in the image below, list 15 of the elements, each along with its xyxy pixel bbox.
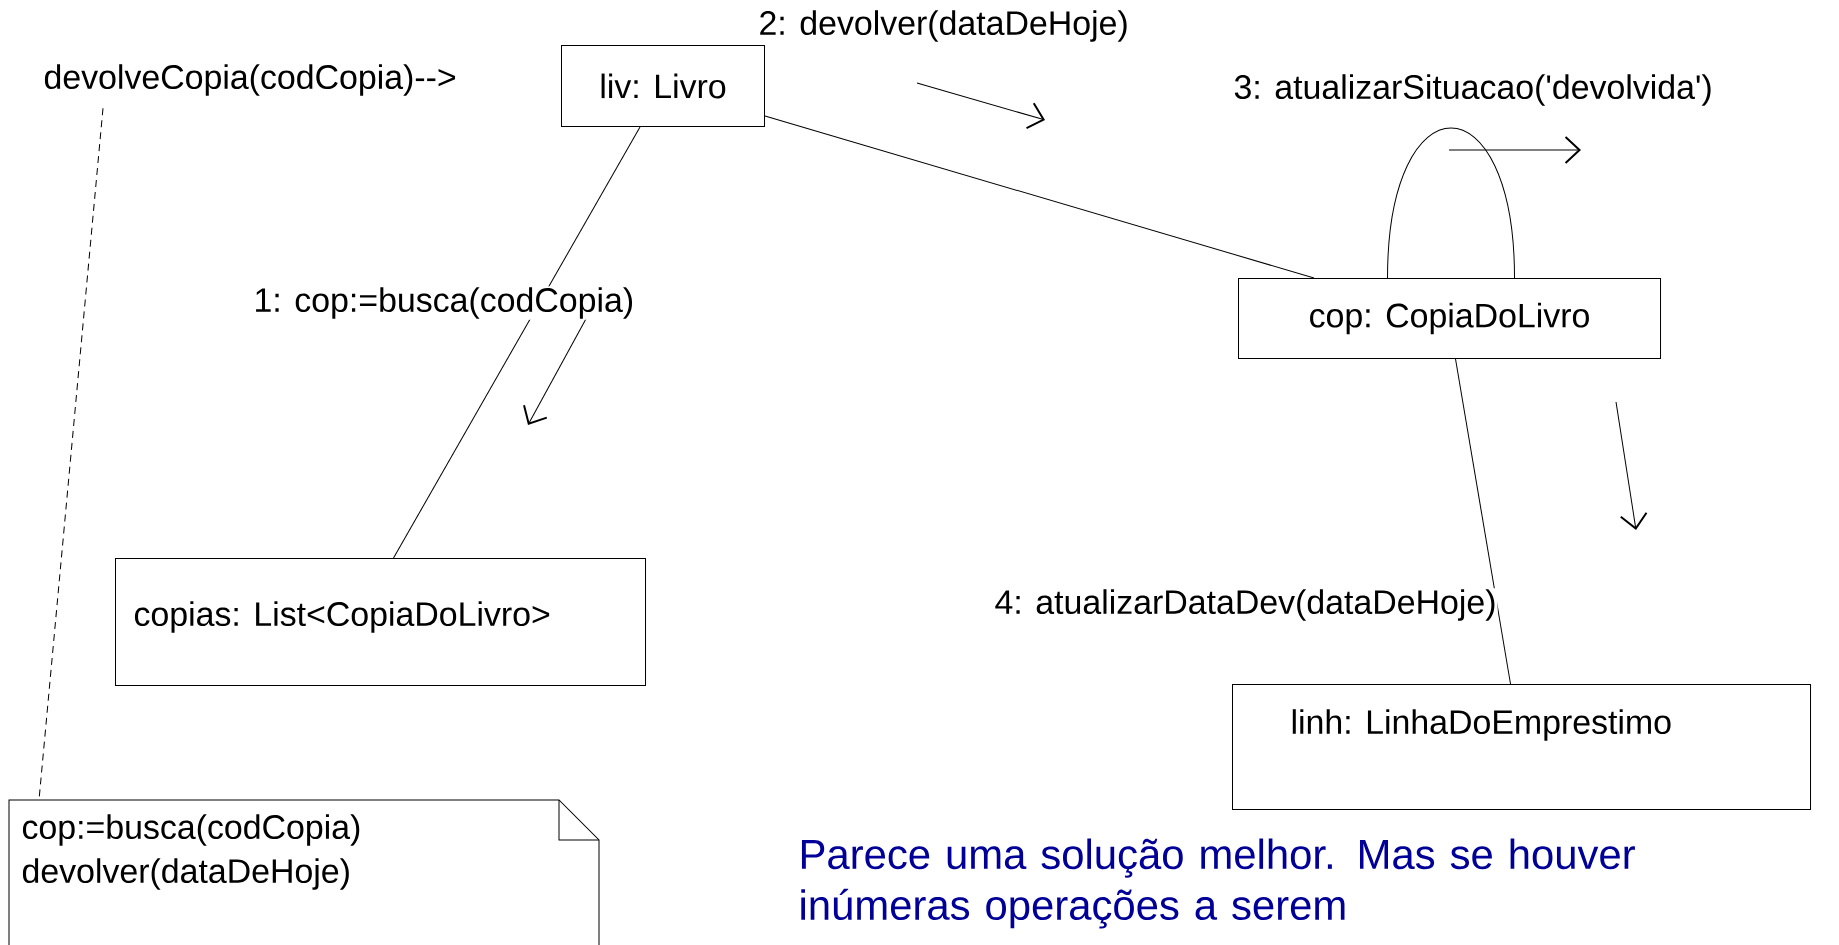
object-box: linh: LinhaDoEmprestimo [1232, 684, 1812, 810]
message-text: devolveCopia(codCopia)--> [44, 64, 455, 96]
object-box: copias: List<CopiaDoLivro> [115, 558, 646, 686]
remark-text: Parece uma solução melhor. Mas se houver inúmeras operações a serem [801, 838, 1635, 929]
object-box: cop: CopiaDoLivro [1238, 278, 1662, 359]
link-line [393, 126, 641, 559]
note-box: cop:=busca(codCopia) devolver(dataDeHoje) [8, 799, 600, 945]
edge-label: 2: devolver(dataDeHoje) [757, 9, 1130, 43]
link-line [1455, 358, 1511, 685]
edge-label: 1: cop:=busca(codCopia) [252, 286, 636, 320]
link-line [764, 115, 1315, 279]
link-line [1387, 127, 1515, 279]
edge-label: 3: atualizarSituacao('devolvida') [1232, 73, 1714, 107]
object-box: liv: Livro [561, 45, 765, 127]
edge-label: 4: atualizarDataDev(dataDeHoje) [993, 588, 1498, 622]
